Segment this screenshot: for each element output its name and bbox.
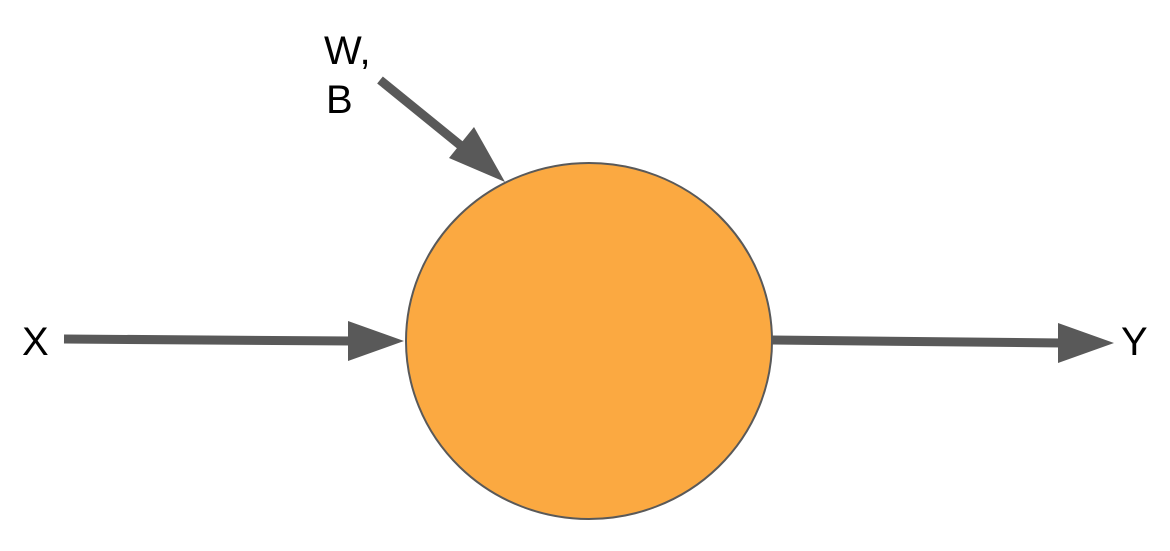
neuron-node bbox=[405, 162, 773, 520]
output-label: Y bbox=[1121, 320, 1148, 364]
output-arrow bbox=[771, 323, 1114, 363]
params-arrow bbox=[377, 76, 505, 182]
params-label-line2: B bbox=[326, 78, 353, 122]
params-label-line1: W, bbox=[324, 29, 371, 73]
input-arrow bbox=[63, 321, 404, 361]
input-label: X bbox=[22, 320, 49, 364]
